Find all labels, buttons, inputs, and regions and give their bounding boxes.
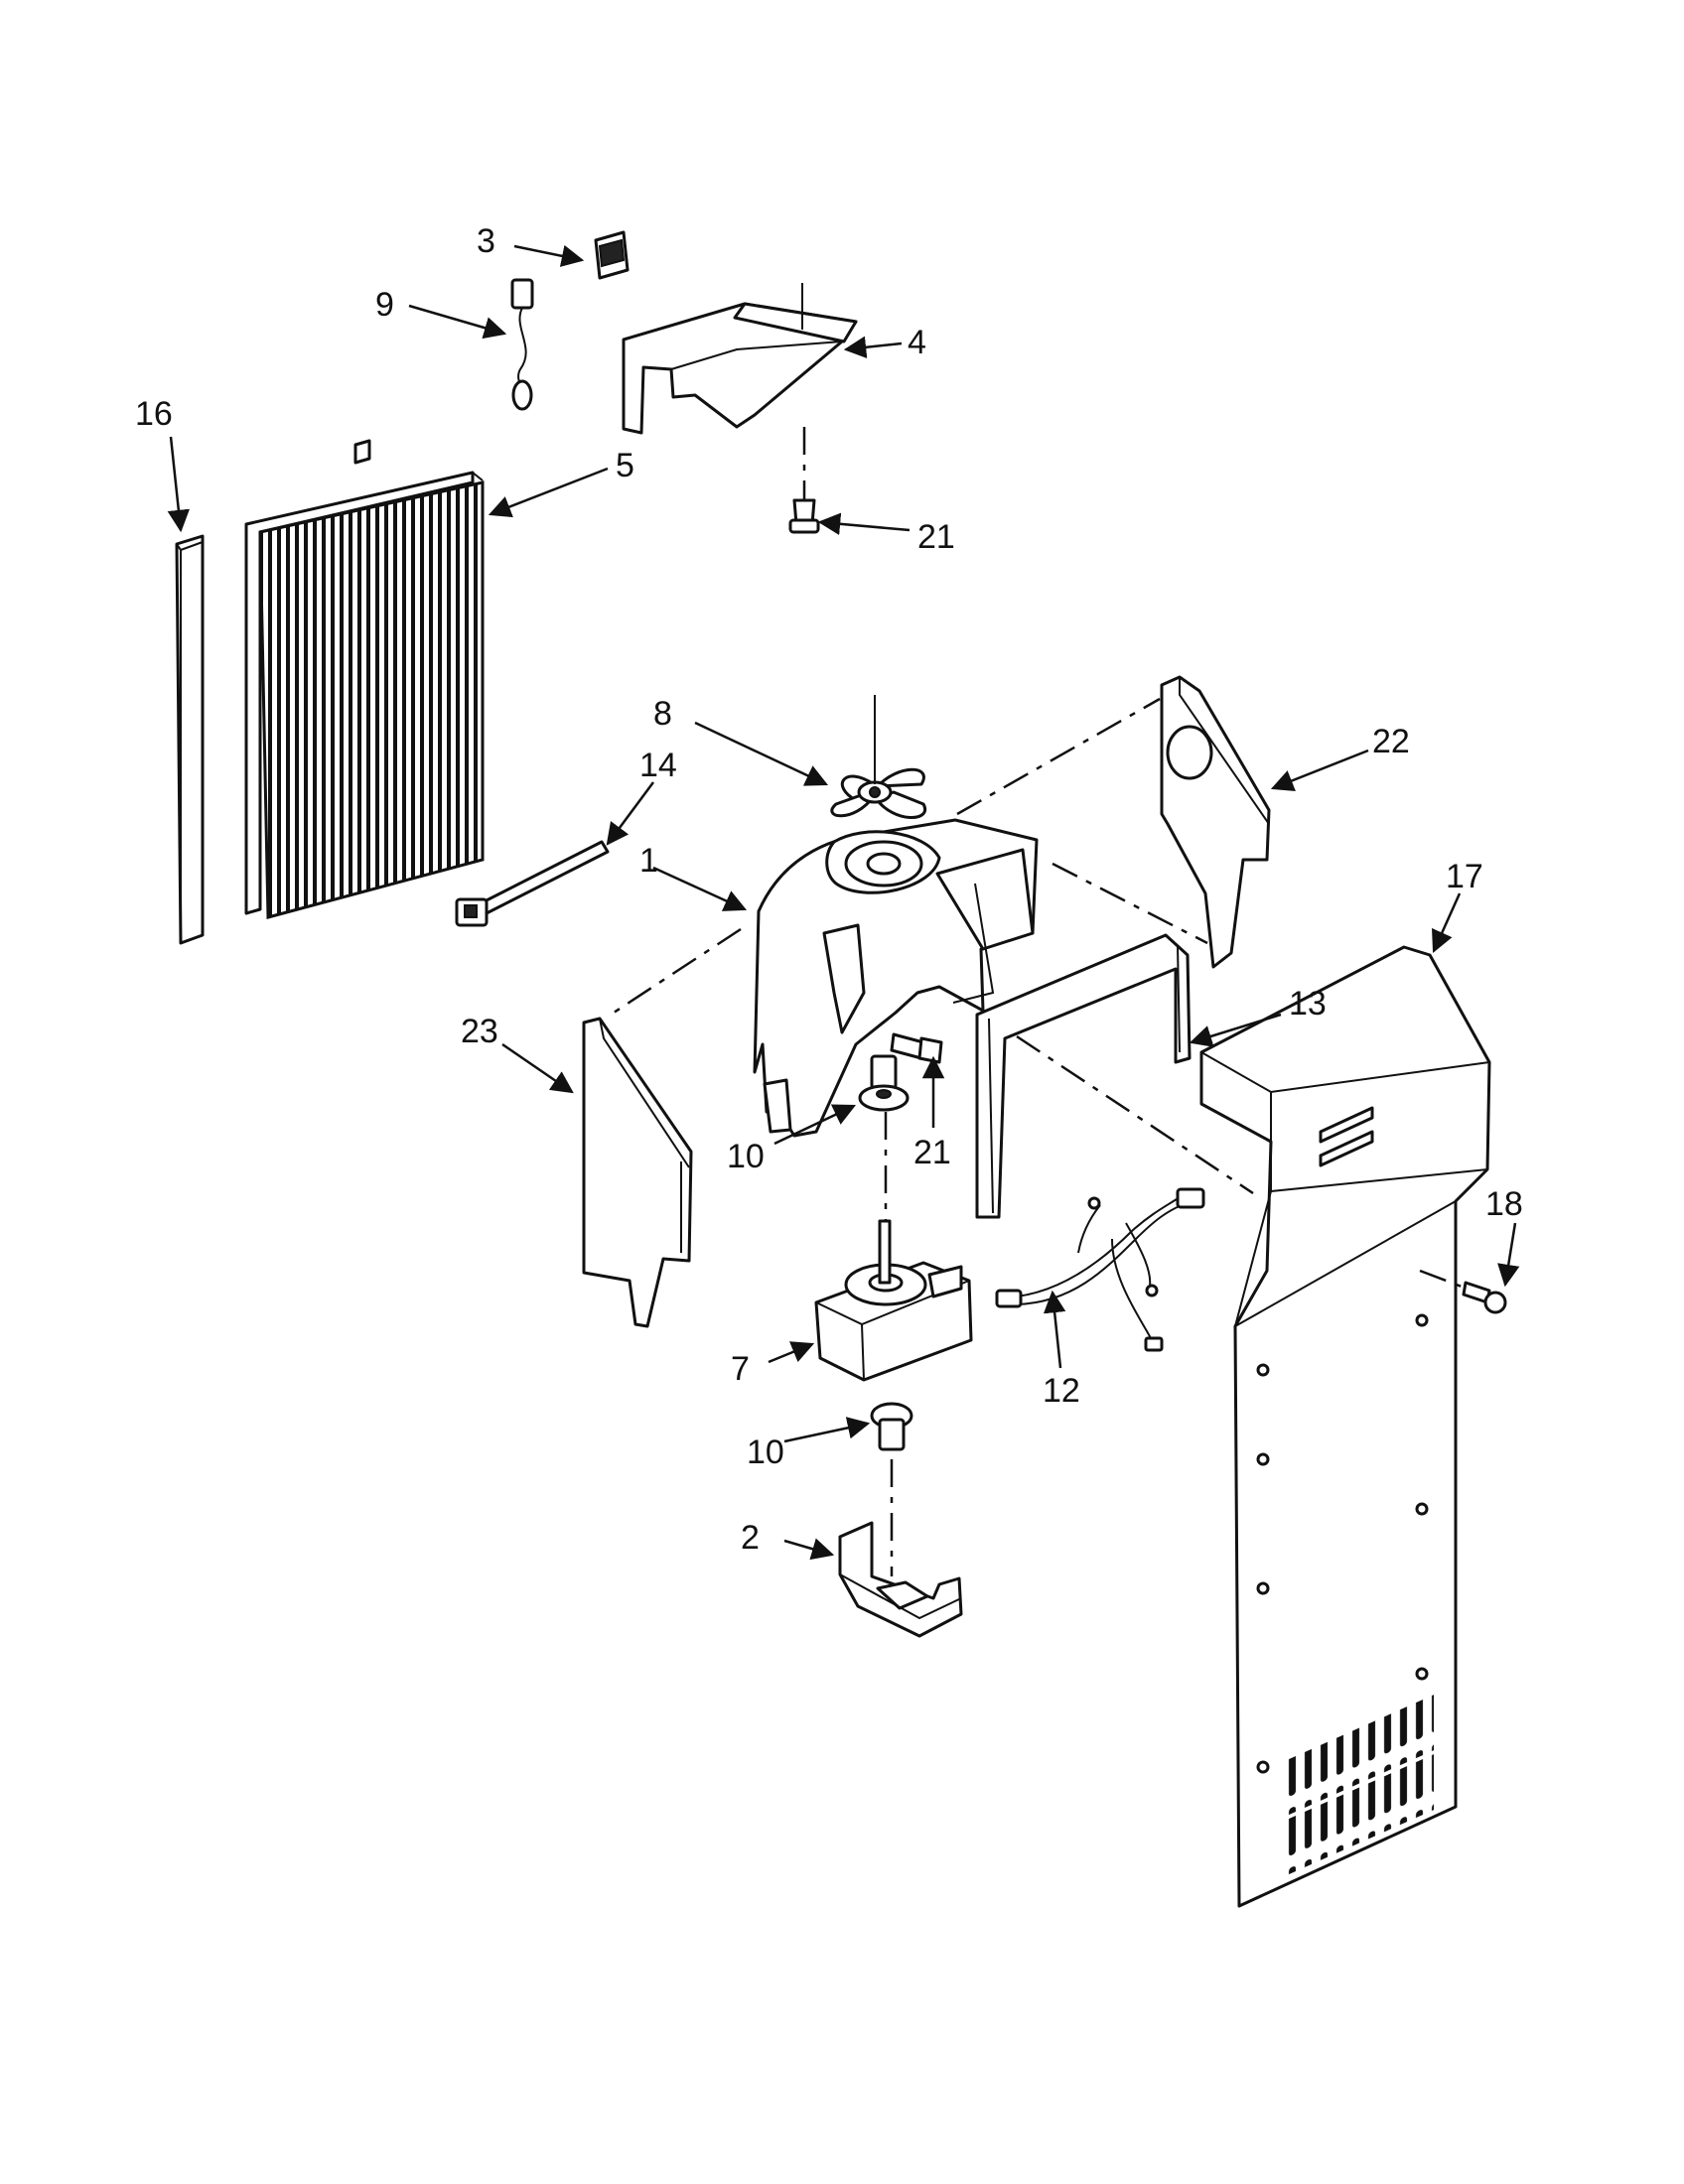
callout-labels: 3 9 4 16 5 21 8 22 14 1 17 13 23 21 10 1… [135, 222, 1523, 1557]
part-10-bearing-upper [858, 1054, 910, 1112]
part-14-cable-tie [455, 840, 610, 927]
callout-7: 7 [731, 1350, 750, 1388]
part-21-screw-top [788, 498, 820, 534]
callout-21-middle: 21 [913, 1134, 951, 1171]
callout-1: 1 [639, 842, 658, 880]
callout-14: 14 [639, 747, 677, 784]
callout-12: 12 [1043, 1372, 1080, 1410]
callout-5: 5 [616, 447, 634, 484]
part-4-bracket [622, 283, 858, 506]
part-9-sensor [510, 278, 534, 411]
callout-21-top: 21 [917, 518, 955, 556]
part-21-screw-middle [890, 1032, 943, 1064]
part-18-screw [1419, 1269, 1507, 1314]
callout-9: 9 [375, 286, 394, 324]
callout-10-lower: 10 [747, 1433, 784, 1471]
callout-8: 8 [653, 695, 672, 733]
part-5-condenser [244, 439, 485, 919]
part-8-fan-blade [830, 695, 927, 819]
callout-23: 23 [461, 1013, 498, 1050]
vent-slots [1283, 1695, 1434, 1877]
part-7-motor [814, 1112, 973, 1382]
part-1-shroud [753, 818, 1039, 1138]
part-23-side-panel [582, 1017, 693, 1328]
callout-16: 16 [135, 395, 173, 433]
part-13-gasket [975, 933, 1192, 1219]
part-2-bracket [838, 1521, 963, 1638]
part-17-back-cover [1199, 945, 1491, 1908]
callout-3: 3 [477, 222, 495, 260]
part-16-strip [175, 534, 205, 945]
callout-10-upper: 10 [727, 1138, 765, 1175]
callout-17: 17 [1446, 858, 1483, 895]
alignment-lines [607, 697, 1254, 1195]
callout-4: 4 [908, 324, 926, 361]
part-22-side-panel [1160, 675, 1271, 969]
part-3-clip [594, 230, 630, 280]
part-10-bearing-lower [870, 1402, 913, 1576]
callout-2: 2 [741, 1519, 760, 1557]
callout-22: 22 [1372, 723, 1410, 760]
part-12-harness [995, 1187, 1205, 1352]
leader-arrows [167, 244, 1520, 1561]
callout-13: 13 [1289, 985, 1327, 1023]
callout-18: 18 [1485, 1185, 1523, 1223]
